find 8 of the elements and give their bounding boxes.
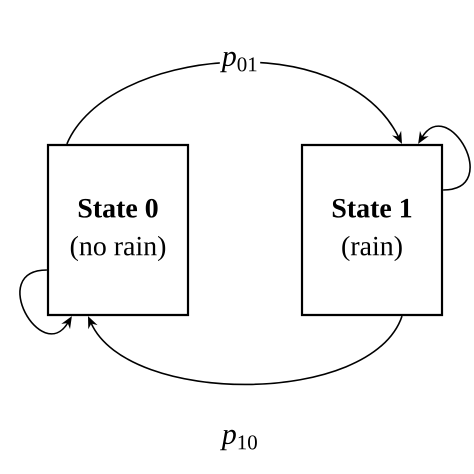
state-box: State 1 (rain) (300, 144, 444, 316)
edge-label: p$_{01}$ (220, 50, 260, 74)
arrow (88, 316, 403, 386)
edge-label: p$_{10}$ (220, 428, 260, 452)
state-box: State 0 (no rain) (46, 144, 190, 316)
arrow (66, 62, 402, 144)
arrow (19, 269, 72, 334)
arrow (418, 125, 471, 191)
